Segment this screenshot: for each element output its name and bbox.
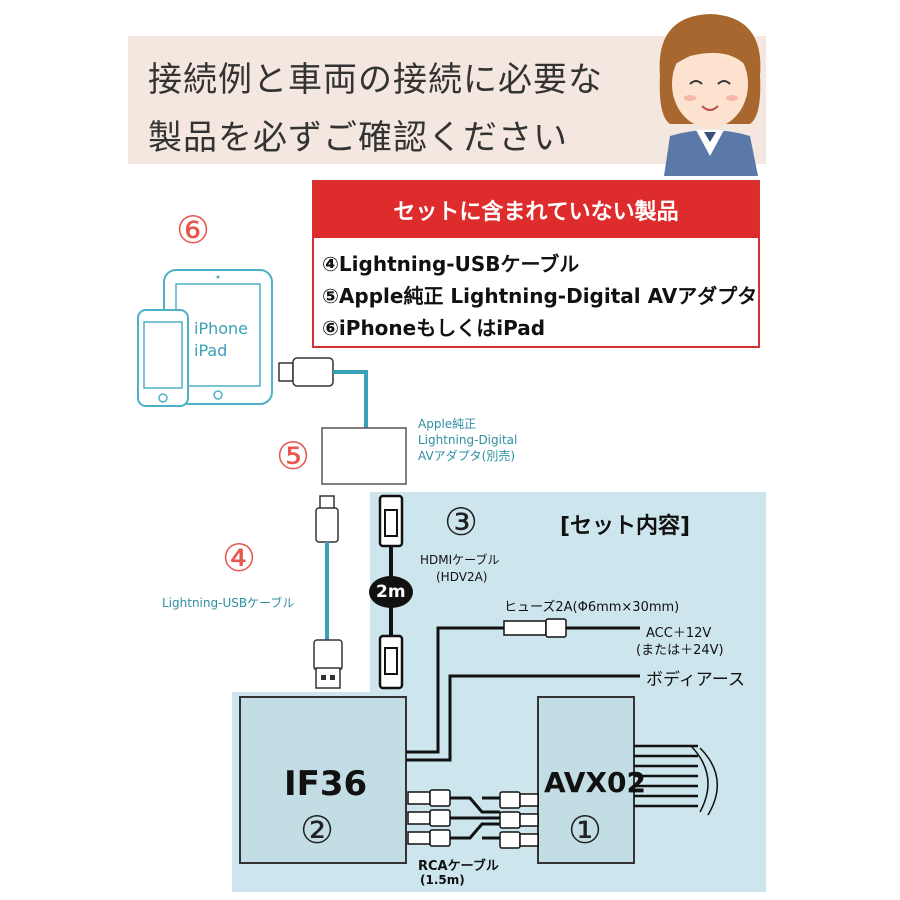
header-title-line2: 製品を必ずご確認ください [148, 118, 568, 158]
lightning-plug-housing [292, 357, 334, 387]
usb-a-plug [315, 667, 341, 689]
ipad-home-button [213, 390, 223, 400]
rca-label: RCAケーブル [418, 859, 499, 874]
fuse-label: ヒューズ2A(Φ6mm×30mm) [504, 600, 680, 615]
header-title-line1: 接続例と車両の接続に必要な [148, 60, 603, 100]
adapter-number: ⑤ [276, 434, 311, 478]
hdmi-label: HDMIケーブル [420, 553, 500, 567]
adapter-label: Apple純正 Lightning-Digital AVアダプタ(別売) [418, 416, 517, 464]
body-earth-wire [406, 674, 640, 762]
usb-cable-number: ④ [222, 536, 257, 580]
usb-a-housing [313, 639, 343, 671]
ipad-screen [175, 283, 261, 387]
avx02-unit [537, 696, 635, 864]
staff-avatar-illustration [659, 14, 761, 176]
adapter-cable [333, 370, 368, 428]
iphone-label: iPhone [194, 319, 249, 338]
fuse-holder [503, 620, 547, 636]
ipad-iphone-label: iPhone iPad [194, 318, 248, 362]
lightning-plug [278, 362, 294, 382]
iphone-screen [143, 321, 183, 389]
rca-cables [407, 789, 539, 849]
rca-length: (1.5m) [420, 873, 465, 887]
usb-cable-label: Lightning-USBケーブル [162, 596, 295, 610]
avx02-name: AVX02 [544, 766, 646, 799]
set-contents-area-upper [370, 492, 766, 702]
av-adapter [321, 427, 407, 485]
acc-label: ACC＋12V [646, 626, 712, 641]
iphone-home-button [158, 393, 168, 403]
not-included-title: セットに含まれていない製品 [314, 182, 758, 238]
hdmi-length-label: 2m [376, 582, 406, 602]
not-included-item: ⑥iPhoneもしくはiPad [322, 316, 546, 340]
not-included-item: ④Lightning-USBケーブル [322, 252, 580, 276]
adapter-label-line1: Apple純正 [418, 417, 477, 431]
if36-number: ② [300, 808, 335, 852]
adapter-label-line3: AVアダプタ(別売) [418, 449, 516, 463]
hdmi-length-badge [369, 576, 413, 608]
adapter-label-line2: Lightning-Digital [418, 433, 518, 447]
hdmi-model: (HDV2A) [436, 570, 488, 584]
not-included-box: セットに含まれていない製品 ④Lightning-USBケーブル ⑤Apple純… [312, 180, 760, 348]
acc-wire [406, 626, 506, 754]
harness-wires [634, 744, 698, 808]
avx02-number: ① [568, 808, 603, 852]
if36-name: IF36 [284, 764, 368, 804]
if36-unit [239, 696, 407, 864]
ipad-label: iPad [194, 341, 228, 360]
set-contents-title: [セット内容] [560, 514, 691, 539]
body-earth-label: ボディアース [646, 670, 745, 690]
devices-number: ⑥ [176, 208, 211, 252]
usb-lightning-connector [315, 507, 339, 543]
header-band [128, 36, 766, 164]
not-included-item: ⑤Apple純正 Lightning-Digital AVアダプタ [322, 284, 758, 308]
hdmi-number: ③ [444, 500, 479, 544]
acc-alt-label: (または＋24V) [636, 643, 724, 658]
